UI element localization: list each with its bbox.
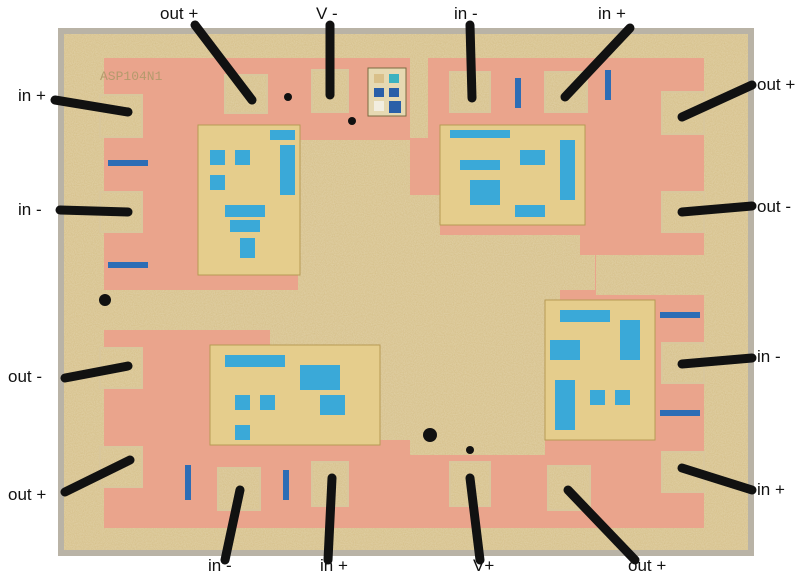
label-right-out-minus: out - <box>757 197 792 216</box>
label-left-in-minus: in - <box>18 200 42 219</box>
label-top-in-plus: in + <box>598 4 626 23</box>
chip-marking: ASP104N1 <box>100 69 163 84</box>
label-bottom-out-plus: out + <box>628 556 667 575</box>
label-right-out-plus: out + <box>757 75 796 94</box>
label-left-out-minus: out - <box>8 367 43 386</box>
label-left-out-plus: out + <box>8 485 47 504</box>
label-bottom-v-plus: V+ <box>473 556 495 575</box>
label-right-in-minus: in - <box>757 347 781 366</box>
label-top-v-minus: V - <box>316 4 338 23</box>
label-top-in-minus: in - <box>454 4 478 23</box>
label-top-out-plus: out + <box>160 4 199 23</box>
label-bottom-in-plus: in + <box>320 556 348 575</box>
resistors <box>108 70 700 500</box>
label-right-in-plus: in + <box>757 480 785 499</box>
transistors <box>210 130 640 440</box>
label-left-in-plus: in + <box>18 86 46 105</box>
label-bottom-in-minus: in - <box>208 556 232 575</box>
bond-wires <box>50 20 757 565</box>
